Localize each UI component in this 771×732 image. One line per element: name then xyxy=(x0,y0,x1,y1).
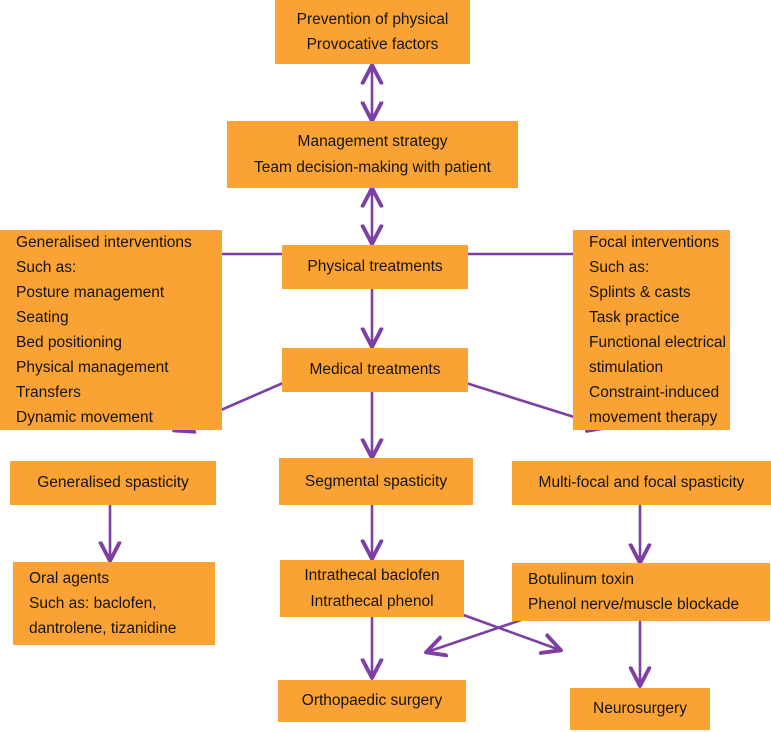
node-generalised-interventions[interactable]: Generalised interventions Such as: Postu… xyxy=(0,230,222,430)
node-line: Orthopaedic surgery xyxy=(301,692,443,710)
node-line: Functional electrical xyxy=(589,334,726,351)
node-line: Dynamic movement xyxy=(16,409,153,427)
node-line: Prevention of physical xyxy=(296,10,449,28)
node-line: movement therapy xyxy=(589,409,718,427)
node-line: Bed positioning xyxy=(16,334,122,351)
node-prevention[interactable]: Prevention of physical Provocative facto… xyxy=(275,0,470,64)
node-line: Posture management xyxy=(16,283,165,301)
node-line: Intrathecal baclofen xyxy=(304,567,440,585)
node-line: Such as: xyxy=(16,258,77,276)
node-line: Transfers xyxy=(16,384,81,402)
node-line: stimulation xyxy=(589,359,664,377)
node-line: Focal interventions xyxy=(589,233,720,251)
node-oral-agents[interactable]: Oral agents Such as: baclofen, dantrolen… xyxy=(13,562,215,645)
node-line: Management strategy xyxy=(297,133,448,151)
node-neurosurgery[interactable]: Neurosurgery xyxy=(570,688,710,730)
node-physical-treatments[interactable]: Physical treatments xyxy=(282,245,468,289)
node-line: Oral agents xyxy=(29,569,110,587)
node-line: Generalised spasticity xyxy=(37,474,189,492)
node-line: Botulinum toxin xyxy=(528,570,634,588)
node-medical-treatments[interactable]: Medical treatments xyxy=(282,348,468,392)
node-multifocal-spasticity[interactable]: Multi-focal and focal spasticity xyxy=(512,461,771,505)
node-focal-interventions[interactable]: Focal interventions Such as: Splints & c… xyxy=(573,230,730,430)
node-line: dantrolene, tizanidine xyxy=(29,620,177,638)
node-line: Generalised interventions xyxy=(16,233,192,251)
node-line: Physical treatments xyxy=(307,258,443,276)
node-line: Such as: baclofen, xyxy=(29,594,157,612)
node-line: Constraint-induced xyxy=(589,384,720,402)
node-line: Intrathecal phenol xyxy=(310,592,434,610)
node-segmental-spasticity[interactable]: Segmental spasticity xyxy=(279,458,473,505)
node-line: Physical management xyxy=(16,359,169,377)
node-orthopaedic-surgery[interactable]: Orthopaedic surgery xyxy=(278,680,466,722)
node-line: Team decision-making with patient xyxy=(254,158,491,176)
node-botulinum[interactable]: Botulinum toxin Phenol nerve/muscle bloc… xyxy=(512,563,770,621)
edge-botulinum-orthopaedic-cross xyxy=(427,615,531,652)
node-line: Phenol nerve/muscle blockade xyxy=(528,596,740,613)
node-line: Medical treatments xyxy=(309,361,441,379)
node-line: Splints & casts xyxy=(589,283,691,301)
node-line: Segmental spasticity xyxy=(304,472,448,490)
node-line: Such as: xyxy=(589,258,650,276)
node-line: Multi-focal and focal spasticity xyxy=(538,474,745,492)
node-intrathecal[interactable]: Intrathecal baclofen Intrathecal phenol xyxy=(280,560,464,617)
node-line: Seating xyxy=(16,308,69,326)
node-management-strategy[interactable]: Management strategy Team decision-making… xyxy=(227,121,518,188)
node-line: Provocative factors xyxy=(306,36,439,53)
node-line: Neurosurgery xyxy=(593,700,687,718)
node-line: Task practice xyxy=(589,308,680,326)
node-generalised-spasticity[interactable]: Generalised spasticity xyxy=(10,461,216,505)
